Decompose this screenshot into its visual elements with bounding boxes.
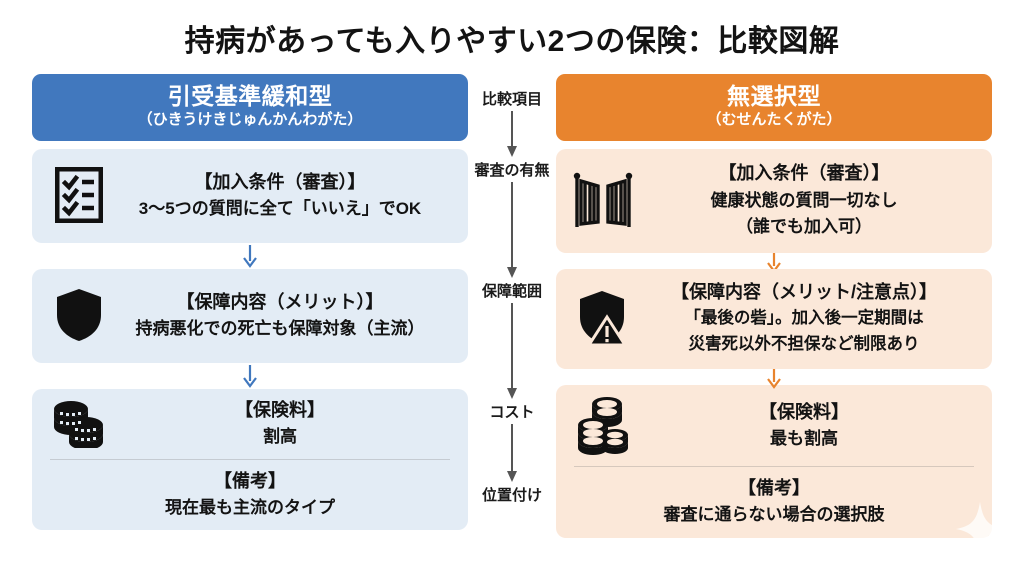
- right-card-remarks: 【備考】 審査に通らない場合の選択肢: [556, 467, 992, 538]
- shield-icon: [46, 287, 112, 343]
- center-column: 比較項目 審査の有無 保障範囲 コスト: [468, 74, 556, 552]
- left-card-coverage-title: 【保障内容（メリット）】: [176, 291, 384, 312]
- page-title: 持病があっても入りやすい2つの保険：比較図解: [184, 25, 840, 58]
- center-label-comparison-item: 比較項目: [481, 91, 542, 108]
- left-card-enrollment[interactable]: 【加入条件（審査）】 3〜5つの質問に全て「いいえ」でOK: [32, 148, 468, 243]
- left-header-main: 引受基準緩和型: [167, 83, 333, 109]
- right-card-enrollment-title: 【加入条件（審査）】: [718, 163, 890, 184]
- open-gate-icon: [570, 171, 636, 229]
- center-arrow-2: [468, 180, 556, 280]
- left-card-enrollment-body: 【加入条件（審査）】 3〜5つの質問に全て「いいえ」でOK: [112, 170, 454, 221]
- left-arrow-2: [32, 363, 468, 389]
- center-arrow-3: [468, 301, 556, 401]
- right-column-header: 無選択型 （むせんたくがた）: [556, 74, 992, 141]
- right-card-premium[interactable]: 【保険料】 最も割高 【備考】 審査に通らない場合の選択肢: [556, 384, 992, 538]
- left-card-remarks: 【備考】 現在最も主流のタイプ: [32, 460, 468, 531]
- left-card-premium[interactable]: 【保険料】 割高 【備考】 現在最も主流のタイプ: [32, 388, 468, 531]
- right-header-main: 無選択型: [727, 83, 821, 109]
- left-card-coverage[interactable]: 【保障内容（メリット）】 持病悪化での死亡も保障対象（主流）: [32, 268, 468, 363]
- left-card-premium-title: 【保険料】: [235, 399, 325, 420]
- right-card-coverage[interactable]: 【保障内容（メリット/注意点）】 「最後の砦」。加入後一定期間は 災害死以外不担…: [556, 268, 992, 369]
- right-card-remarks-title: 【備考】: [738, 477, 810, 498]
- left-column-header: 引受基準緩和型 （ひきうけきじゅんかんわがた）: [32, 74, 468, 141]
- left-card-coverage-text: 持病悪化での死亡も保障対象（主流）: [135, 318, 425, 338]
- left-card-coverage-body: 【保障内容（メリット）】 持病悪化での死亡も保障対象（主流）: [112, 290, 454, 341]
- left-header-furigana: （ひきうけきじゅんかんわがた）: [137, 111, 363, 129]
- right-column: 無選択型 （むせんたくがた）: [556, 74, 992, 538]
- left-card-premium-top: 【保険料】 割高: [32, 389, 468, 459]
- center-arrow-1: [468, 109, 556, 159]
- left-card-remarks-text: 現在最も主流のタイプ: [165, 497, 335, 517]
- right-card-premium-title: 【保険料】: [759, 401, 849, 422]
- right-card-premium-body: 【保険料】 最も割高: [636, 400, 978, 451]
- left-card-enrollment-text: 3〜5つの質問に全て「いいえ」でOK: [138, 198, 422, 218]
- shield-warning-icon: [570, 289, 636, 347]
- center-label-cost: コスト: [489, 404, 535, 421]
- right-card-coverage-text2: 災害死以外不担保など制限あり: [688, 335, 920, 354]
- left-card-enrollment-title: 【加入条件（審査）】: [194, 171, 366, 192]
- center-label-screening: 審査の有無: [474, 162, 550, 179]
- left-card-divider: [50, 458, 450, 460]
- right-card-coverage-title: 【保障内容（メリット/注意点）】: [671, 282, 937, 303]
- left-column: 引受基準緩和型 （ひきうけきじゅんかんわがた）: [32, 74, 468, 531]
- right-card-enrollment-text: 健康状態の質問一切なし: [710, 190, 898, 210]
- right-card-enrollment-body: 【加入条件（審査）】 健康状態の質問一切なし （誰でも加入可）: [636, 161, 978, 238]
- center-arrow-4: [468, 422, 556, 484]
- center-label-coverage-range: 保障範囲: [481, 283, 542, 300]
- left-arrow-1: [32, 243, 468, 269]
- left-card-premium-body: 【保険料】 割高: [112, 398, 454, 449]
- right-card-enrollment-text2: （誰でも加入可）: [736, 217, 872, 237]
- left-card-remarks-title: 【備考】: [214, 470, 286, 491]
- checklist-icon: [46, 166, 112, 223]
- right-card-enrollment[interactable]: 【加入条件（審査）】 健康状態の質問一切なし （誰でも加入可）: [556, 148, 992, 253]
- right-card-remarks-text: 審査に通らない場合の選択肢: [663, 505, 885, 525]
- right-card-coverage-text: 「最後の砦」。加入後一定期間は: [684, 309, 924, 328]
- right-card-premium-top: 【保険料】 最も割高: [556, 385, 992, 466]
- right-card-coverage-body: 【保障内容（メリット/注意点）】 「最後の砦」。加入後一定期間は 災害死以外不担…: [636, 280, 978, 356]
- coins-stack-icon: [570, 394, 636, 456]
- right-arrow-2: [556, 365, 992, 389]
- left-card-premium-text: 割高: [263, 427, 297, 447]
- right-card-divider: [574, 465, 974, 467]
- right-card-premium-text: 最も割高: [770, 428, 838, 448]
- right-arrow-1: [556, 249, 992, 273]
- center-label-positioning: 位置付け: [481, 487, 542, 504]
- coins-icon: [46, 398, 112, 449]
- right-header-furigana: （むせんたくがた）: [706, 111, 842, 129]
